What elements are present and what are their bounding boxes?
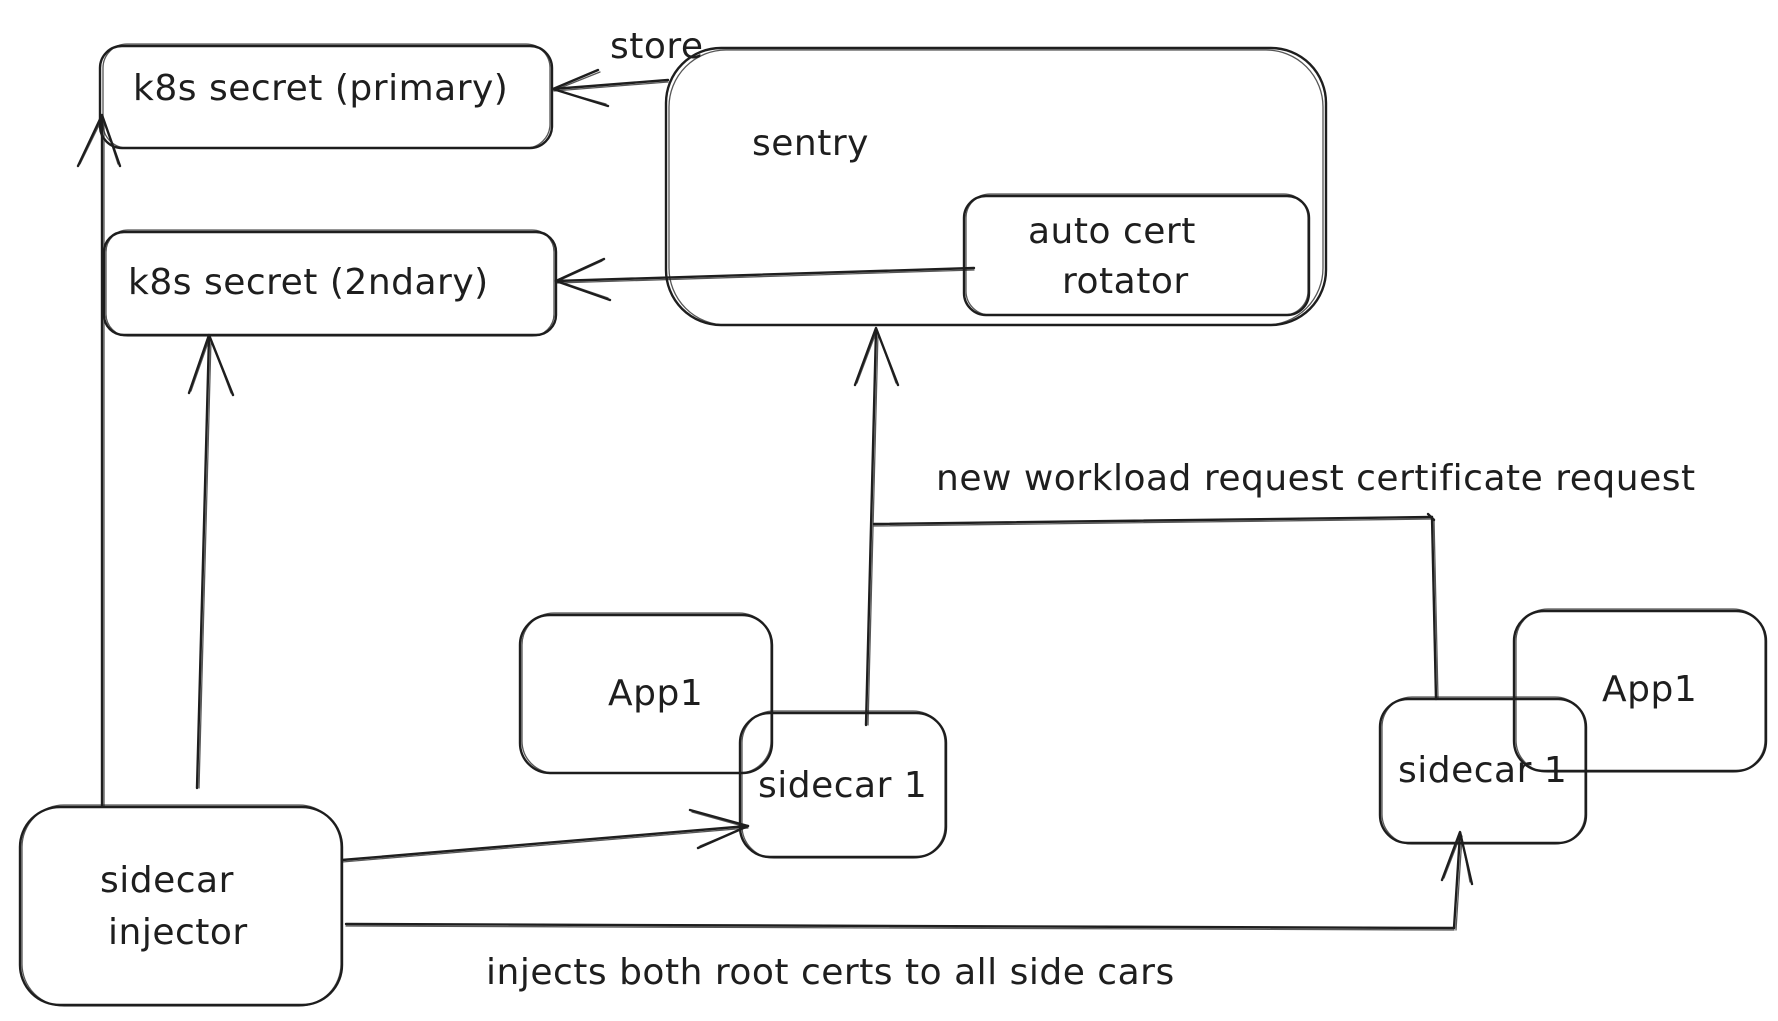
edge-store xyxy=(551,68,670,108)
sidecar-left-node: sidecar 1 xyxy=(738,710,948,859)
app1-left-label: App1 xyxy=(608,673,703,714)
edge-store-label: store xyxy=(610,26,704,67)
app1-right-label: App1 xyxy=(1602,669,1697,710)
edge-sidecar-right-request xyxy=(872,512,1439,701)
secret-secondary-node: k8s secret (2ndary) xyxy=(102,229,558,337)
auto-cert-rotator-node: auto cert rotator xyxy=(962,193,1311,317)
sidecar-left-label: sidecar 1 xyxy=(758,765,927,806)
secret-secondary-label: k8s secret (2ndary) xyxy=(128,262,489,303)
sidecar-right-label: sidecar 1 xyxy=(1398,750,1567,791)
app1-left-node: App1 xyxy=(518,612,774,775)
app1-right-node: App1 xyxy=(1512,608,1768,773)
sidecar-injector-node: sidecar injector xyxy=(18,804,344,1007)
sentry-label: sentry xyxy=(752,123,869,164)
edge-cert-request-label: new workload request certificate request xyxy=(936,458,1696,499)
auto-cert-rotator-label-line2: rotator xyxy=(1062,261,1189,302)
edge-injector-to-sidecar-right xyxy=(344,830,1474,931)
secret-primary-label: k8s secret (primary) xyxy=(133,68,508,109)
edge-injector-to-sidecar-left xyxy=(340,808,750,863)
edge-injects-label: injects both root certs to all side cars xyxy=(486,952,1175,993)
edge-injector-to-primary xyxy=(76,113,122,808)
edge-rotator-to-secondary xyxy=(554,257,976,302)
sidecar-injector-label-line2: injector xyxy=(108,912,248,953)
edge-injector-to-secondary xyxy=(187,333,235,790)
secret-primary-node: k8s secret (primary) xyxy=(98,43,554,150)
sidecar-injector-label-line1: sidecar xyxy=(100,860,234,901)
edge-sidecar-left-to-sentry xyxy=(853,326,900,727)
auto-cert-rotator-label-line1: auto cert xyxy=(1028,211,1196,252)
